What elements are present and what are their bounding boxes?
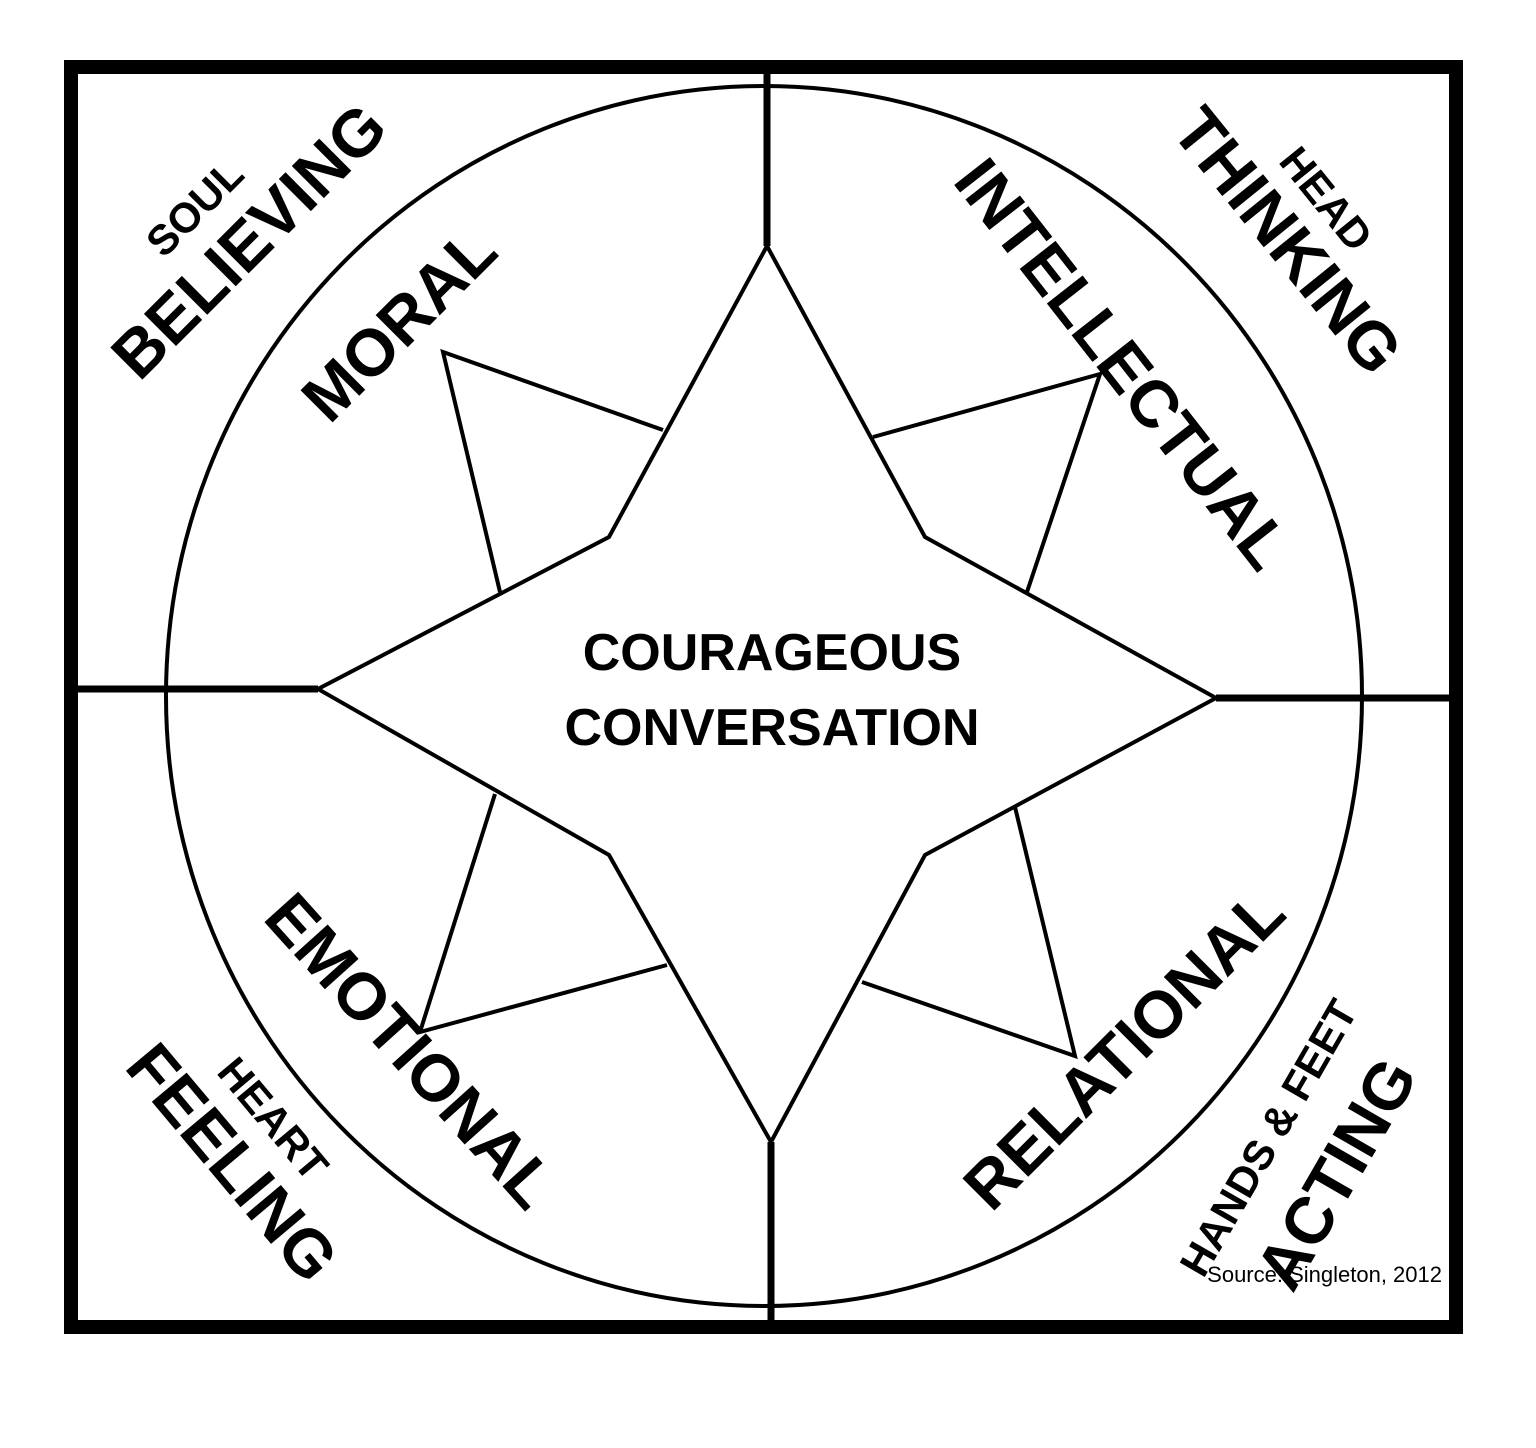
star-point-top-right xyxy=(872,371,1104,593)
label-moral: MORAL xyxy=(287,212,510,435)
star-point-bottom-right xyxy=(861,806,1078,1060)
outer-frame xyxy=(64,60,1463,1334)
star-point-bottom-left xyxy=(416,793,668,1035)
star-point-top-left xyxy=(440,348,664,593)
compass-circle xyxy=(164,84,1364,1308)
source-citation: Source: Singleton, 2012 xyxy=(1207,1262,1442,1287)
center-title-line2: CONVERSATION xyxy=(564,699,979,757)
center-title-line1: COURAGEOUS xyxy=(583,624,961,682)
compass-star xyxy=(313,241,1221,1147)
label-thinking: THINKING xyxy=(1159,93,1417,387)
